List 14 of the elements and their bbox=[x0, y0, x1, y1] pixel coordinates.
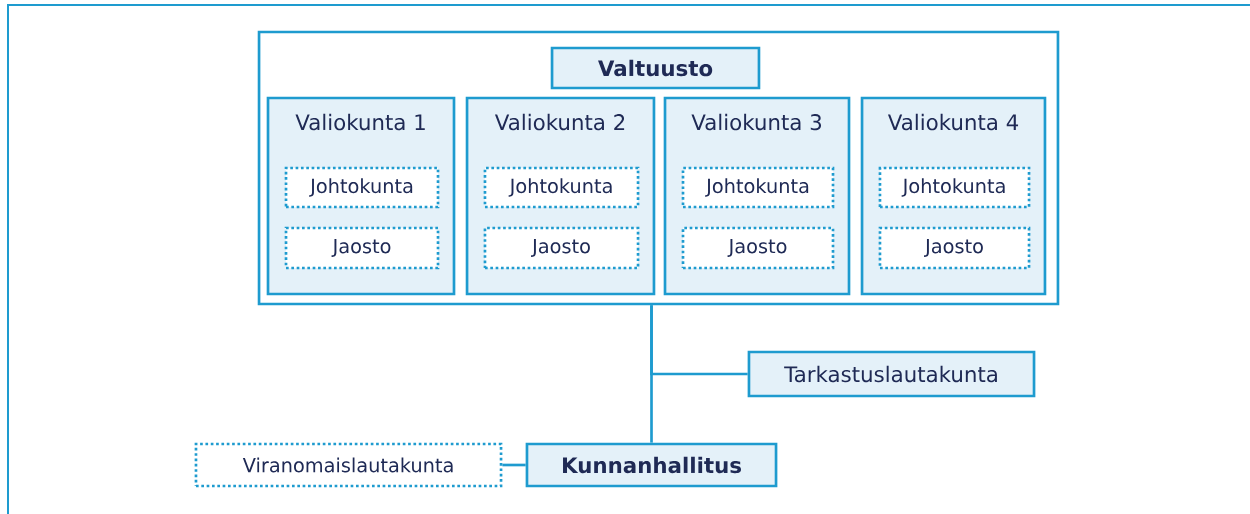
organ-box: Tarkastuslautakunta bbox=[747, 350, 1036, 398]
organ-box: Kunnanhallitus bbox=[525, 442, 778, 488]
sub-body-box: Johtokunta bbox=[681, 166, 835, 209]
connector-line bbox=[650, 305, 653, 443]
sub-body-box: Jaosto bbox=[483, 226, 640, 270]
organ-box: Valtuusto bbox=[550, 46, 761, 90]
sub-body-box: Johtokunta bbox=[483, 166, 640, 209]
connector-line bbox=[502, 463, 526, 467]
sub-body-box: Jaosto bbox=[878, 226, 1031, 270]
sub-body-box: Johtokunta bbox=[284, 166, 440, 209]
sub-body-box: Viranomaislautakunta bbox=[194, 442, 503, 488]
sub-body-box: Johtokunta bbox=[878, 166, 1031, 209]
sub-body-box: Jaosto bbox=[284, 226, 440, 270]
sub-body-box: Jaosto bbox=[681, 226, 835, 270]
